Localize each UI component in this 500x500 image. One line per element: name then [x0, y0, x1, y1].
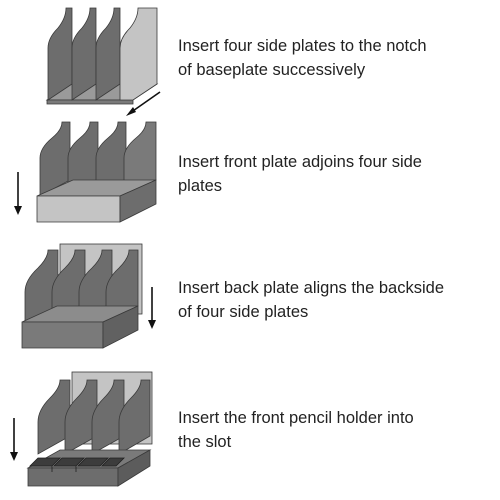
- baseplate-front-edge: [46, 99, 134, 105]
- step-4-caption-line-2: the slot: [178, 433, 232, 451]
- step-4-caption-line-1: Insert the front pencil holder into: [178, 409, 414, 427]
- step-1-caption-line-2: of baseplate successively: [178, 61, 366, 79]
- down-arrow-icon: [10, 418, 18, 461]
- side-plate-1: [39, 121, 71, 197]
- step-4: Insert the front pencil holder into the …: [0, 368, 500, 493]
- side-plate-1: [24, 249, 59, 323]
- base-side: [117, 449, 151, 487]
- step-2-caption-line-1: Insert front plate adjoins four side: [178, 153, 422, 171]
- step-3-caption-line-1: Insert back plate aligns the backside: [178, 279, 444, 297]
- front-plate-side: [102, 305, 139, 349]
- side-plate-4: [105, 249, 139, 323]
- front-pencil-holder: [29, 457, 125, 472]
- step-1: Insert four side plates to the notch of …: [0, 0, 500, 125]
- down-arrow-icon: [148, 287, 156, 329]
- step-4-illustration: [10, 371, 153, 487]
- step-1-illustration: [45, 7, 161, 116]
- side-plate-4-highlighted: [119, 7, 158, 101]
- step-2-caption: Insert front plate adjoins four side pla…: [178, 150, 496, 198]
- base-front: [27, 467, 119, 487]
- front-plate-highlighted: [36, 195, 121, 223]
- insert-arrow-icon: [126, 91, 161, 116]
- step-4-caption: Insert the front pencil holder into the …: [178, 406, 496, 454]
- down-arrow-icon: [14, 172, 22, 215]
- side-plate-4: [123, 121, 157, 197]
- side-plate-3: [95, 7, 121, 101]
- step-3-caption-line-2: of four side plates: [178, 303, 309, 321]
- side-plate-4: [118, 379, 151, 455]
- step-3-illustration: [21, 243, 156, 349]
- side-plate-1: [47, 7, 73, 101]
- step-1-caption-line-1: Insert four side plates to the notch: [178, 37, 427, 55]
- step-2: Insert front plate adjoins four side pla…: [0, 118, 500, 243]
- front-plate: [21, 321, 104, 349]
- side-plate-3: [78, 249, 113, 323]
- side-plate-2: [71, 7, 97, 101]
- side-plate-2: [64, 379, 98, 455]
- side-plate-3: [91, 379, 125, 455]
- side-plate-2: [51, 249, 86, 323]
- step-2-illustration: [14, 121, 157, 223]
- step-1-caption: Insert four side plates to the notch of …: [178, 34, 496, 82]
- step-2-caption-line-2: plates: [178, 177, 223, 195]
- step-3: Insert back plate aligns the backside of…: [0, 242, 500, 367]
- step-3-caption: Insert back plate aligns the backside of…: [178, 276, 496, 324]
- side-plate-2: [67, 121, 99, 197]
- side-plate-1: [37, 379, 71, 455]
- front-plate-side: [119, 179, 157, 223]
- side-plate-3: [95, 121, 127, 197]
